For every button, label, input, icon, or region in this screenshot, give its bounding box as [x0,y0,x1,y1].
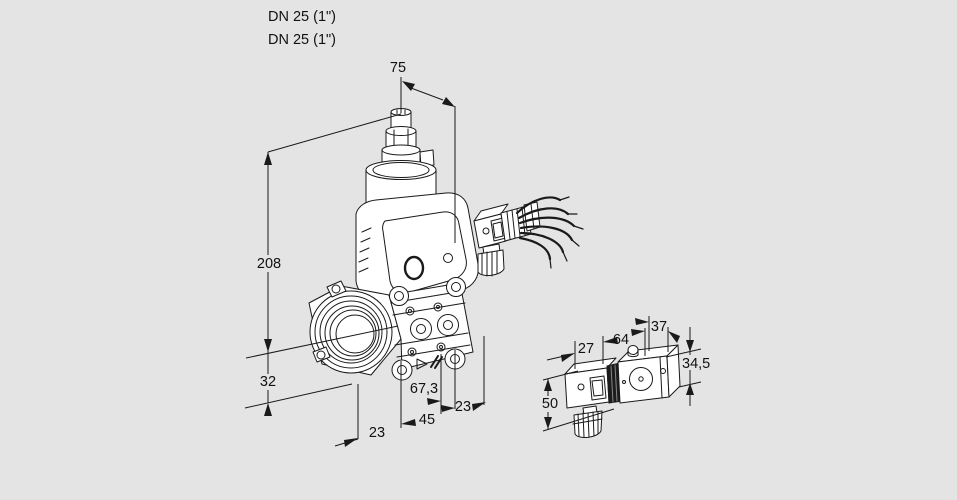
sv-coil-circle [629,367,653,391]
side-view-illustration [564,344,681,439]
electrical-connector [473,196,584,277]
face-hole [443,253,453,263]
body-screws [405,302,446,357]
dim-37-arrow-left [635,318,649,325]
dim-27-arrow [561,353,575,362]
dim-bottom-extension-lines [357,336,485,439]
dim-208-lines [245,113,402,359]
sv-connector-window [589,375,607,401]
dim-67-arrow [427,398,441,405]
sight-glass [403,255,425,281]
dim-75-arrow-left [402,81,415,91]
main-view-dimensions: 75 208 32 23 45 23 67,3 [244,60,486,447]
pressure-test-ports [410,314,459,340]
dim-75-arrow-right [442,97,455,107]
dim-34-5-arrow-bottom [686,383,694,395]
dim-50-arrow-top [544,379,552,391]
nominal-size-label-1: DN 25 (1") [268,9,336,25]
dim-23r-arrow-right [472,402,486,411]
sv-box-right [666,344,681,398]
flange-bore [309,290,393,374]
nominal-size-annotations: DN 25 (1") DN 25 (1") [268,9,336,48]
dim-37-lines [648,316,669,352]
dim-208-arrow-top [264,152,272,165]
dim-label-45: 45 [419,412,435,428]
dim-34-5-arrow-top [686,340,694,352]
dim-50-arrow-bottom [544,417,552,429]
dim-37-arrow-right [668,331,680,343]
dim-label-75: 75 [390,60,406,76]
dim-label-23-left: 23 [369,425,385,441]
dim-64-arrow-left [603,337,618,344]
dim-label-64: 64 [613,332,629,348]
dim-32-arrow [264,403,272,416]
nominal-size-label-2: DN 25 (1") [268,32,336,48]
dim-32-lines [244,352,353,409]
dim-label-27: 27 [578,341,594,357]
rib-hatching [358,227,372,273]
dim-45-arrow-left [401,419,416,426]
dim-label-32: 32 [260,374,276,390]
dim-label-50: 50 [542,396,558,412]
dim-label-208: 208 [257,256,281,272]
dim-75-lines [400,77,456,243]
dim-23l-arrow [344,438,358,447]
dim-label-23-right: 23 [455,399,471,415]
dim-label-34-5: 34,5 [682,356,710,372]
dim-label-37: 37 [651,319,667,335]
connector-wires [515,196,576,261]
dim-45-arrow-right [441,405,455,412]
flow-direction-arrow [416,358,428,370]
dim-64-lines [602,328,646,364]
sv-dome [627,345,639,358]
side-view-dimensions: 27 64 37 34,5 50 [542,316,710,432]
wire-pins [549,196,584,269]
dim-208-arrow-bottom [264,339,272,352]
inlet-flange [308,280,402,376]
dim-label-67-3: 67,3 [410,381,438,397]
valve-body-block [388,277,474,381]
dim-64-arrow-right [631,329,645,336]
